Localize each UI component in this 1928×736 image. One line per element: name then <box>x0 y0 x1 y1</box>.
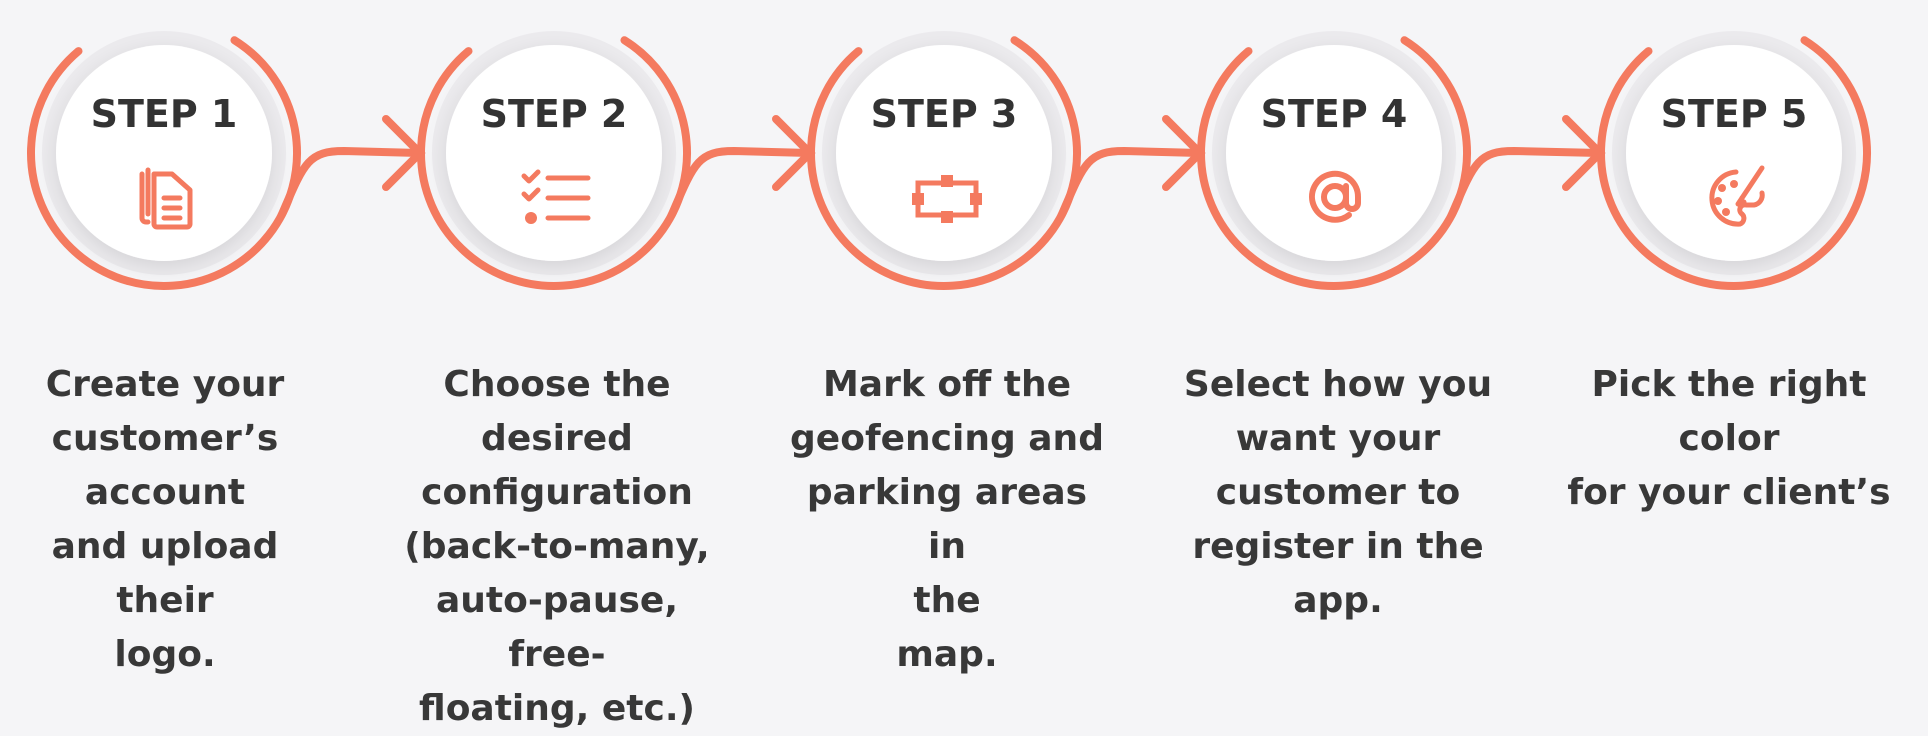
step-2-description: Choose the desired configuration (back-t… <box>404 364 710 729</box>
step-1-ring <box>27 36 301 290</box>
step-4-ring <box>1197 36 1471 290</box>
connector-2-3 <box>667 146 814 220</box>
geofence-area-icon <box>912 175 982 223</box>
step-5-disc <box>1626 45 1842 261</box>
step-2-ring <box>417 36 691 290</box>
process-diagram <box>27 31 1871 290</box>
step-3-title: STEP 3 <box>870 92 1018 136</box>
step-circles <box>27 31 1871 290</box>
step-1-description: Create your customer’s account and uploa… <box>45 364 285 675</box>
checklist-icon <box>521 169 591 224</box>
connector-4-5 <box>1447 146 1604 220</box>
copy-document-icon <box>139 167 193 230</box>
step-4-title: STEP 4 <box>1260 92 1408 136</box>
at-sign-icon <box>1309 170 1362 223</box>
step-3-ring <box>807 36 1081 290</box>
connector-1-2 <box>277 146 424 220</box>
palette-icon <box>1709 165 1765 227</box>
step-2-disc <box>446 45 662 261</box>
step-1-disc <box>56 45 272 261</box>
step-1-title: STEP 1 <box>90 92 238 136</box>
step-4-disc <box>1226 45 1442 261</box>
step-3-disc <box>836 45 1052 261</box>
step-5-title: STEP 5 <box>1660 92 1808 136</box>
step-4-description: Select how you want your customer to reg… <box>1183 364 1493 621</box>
step-5-ring <box>1597 36 1871 290</box>
connector-3-4 <box>1057 146 1204 220</box>
step-3-description: Mark off the geofencing and parking area… <box>790 364 1104 675</box>
step-5-description: Pick the right color for your client’s <box>1567 364 1891 513</box>
step-2-title: STEP 2 <box>480 92 628 136</box>
